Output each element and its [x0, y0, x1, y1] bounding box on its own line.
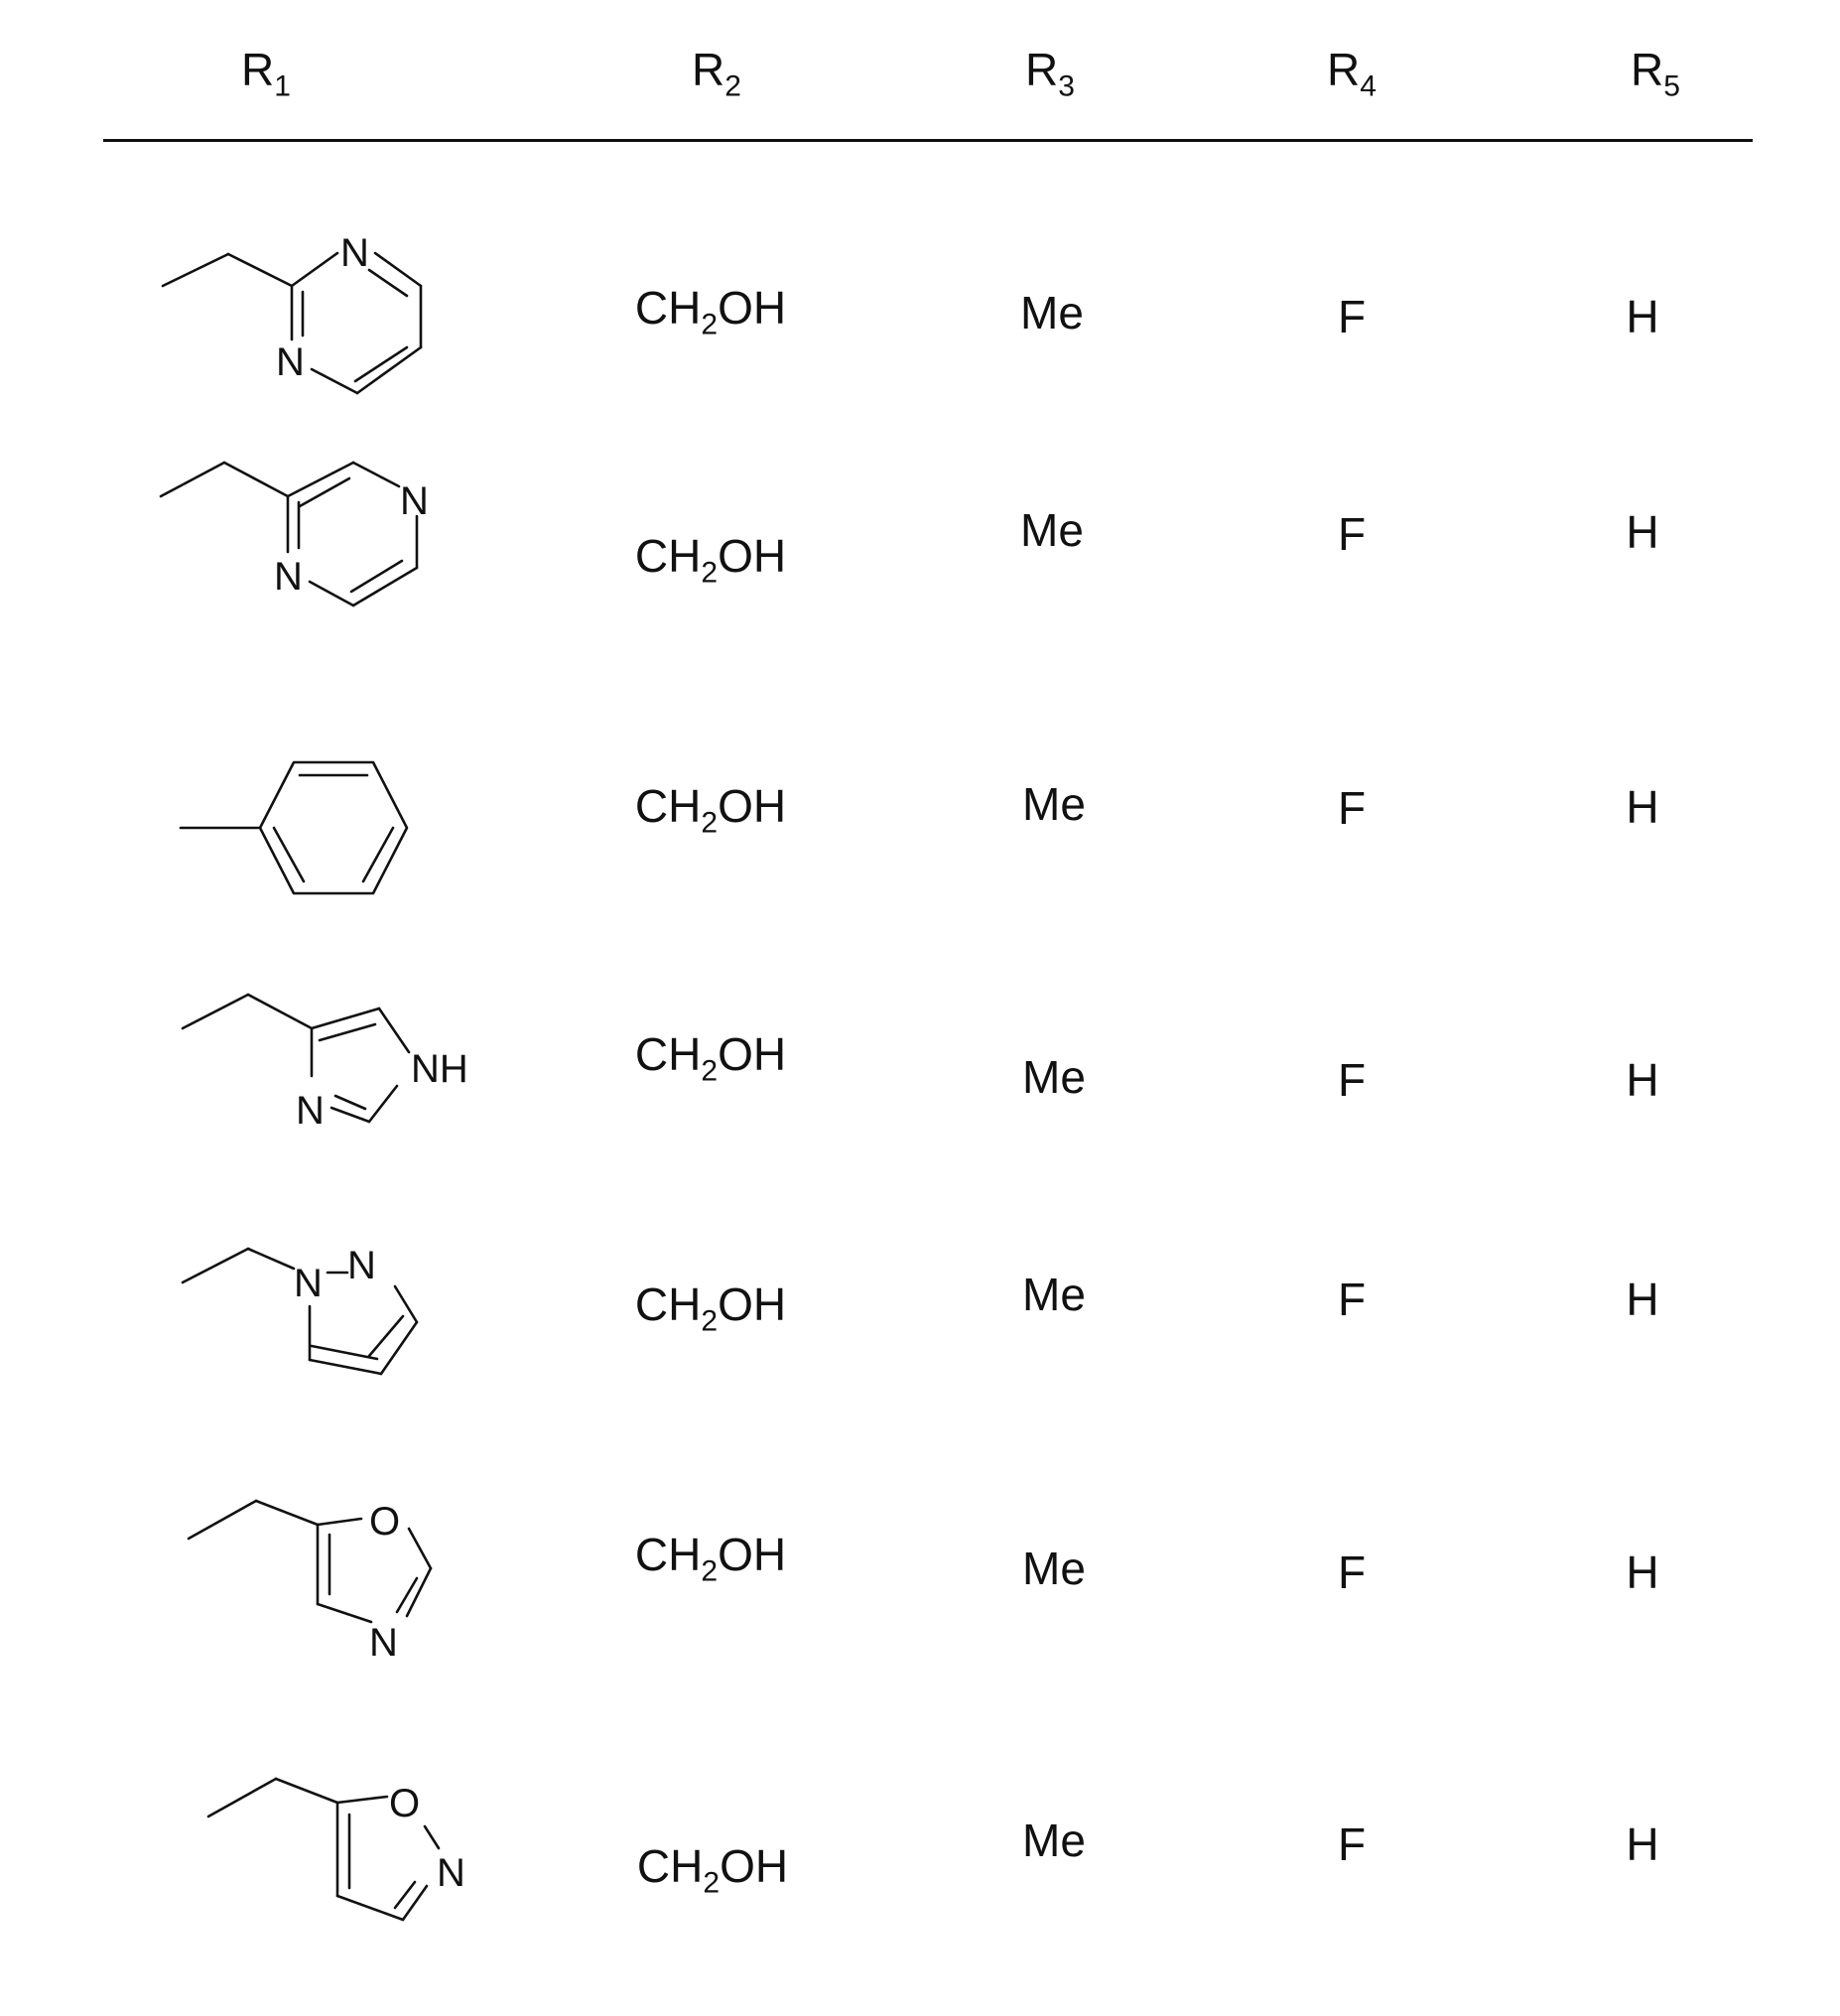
r5-cell: H	[1626, 509, 1658, 555]
r2-cell: CH2OH	[635, 533, 786, 579]
r2-cell: CH2OH	[635, 285, 786, 331]
r2-cell: CH2OH	[635, 1281, 786, 1327]
r3-cell: Me	[1022, 1817, 1086, 1863]
r3-cell: Me	[1022, 781, 1086, 827]
r3-cell: Me	[1022, 1054, 1086, 1100]
r2-cell: CH2OH	[635, 1532, 786, 1577]
r3-cell: Me	[1022, 1272, 1086, 1317]
r4-cell: F	[1338, 511, 1366, 557]
r4-cell: F	[1338, 1549, 1366, 1595]
r4-cell: F	[1338, 785, 1366, 831]
r4-cell: F	[1338, 294, 1366, 339]
r3-cell: Me	[1020, 290, 1084, 336]
atom-o: O	[389, 1782, 420, 1825]
r5-cell: H	[1626, 784, 1658, 830]
r5-cell: H	[1626, 1277, 1658, 1322]
r5-cell: H	[1626, 1821, 1658, 1867]
r4-cell: F	[1338, 1057, 1366, 1103]
r2-cell: CH2OH	[635, 1031, 786, 1077]
r2-cell: CH2OH	[635, 783, 786, 829]
r5-cell: H	[1626, 1057, 1658, 1103]
r3-cell: Me	[1022, 1546, 1086, 1591]
atom-n: N	[437, 1851, 465, 1895]
r5-cell: H	[1626, 1549, 1658, 1595]
r2-cell: CH2OH	[637, 1843, 788, 1889]
r3-cell: Me	[1020, 507, 1084, 553]
r4-cell: F	[1338, 1821, 1366, 1867]
r4-cell: F	[1338, 1277, 1366, 1322]
r5-cell: H	[1626, 294, 1658, 339]
